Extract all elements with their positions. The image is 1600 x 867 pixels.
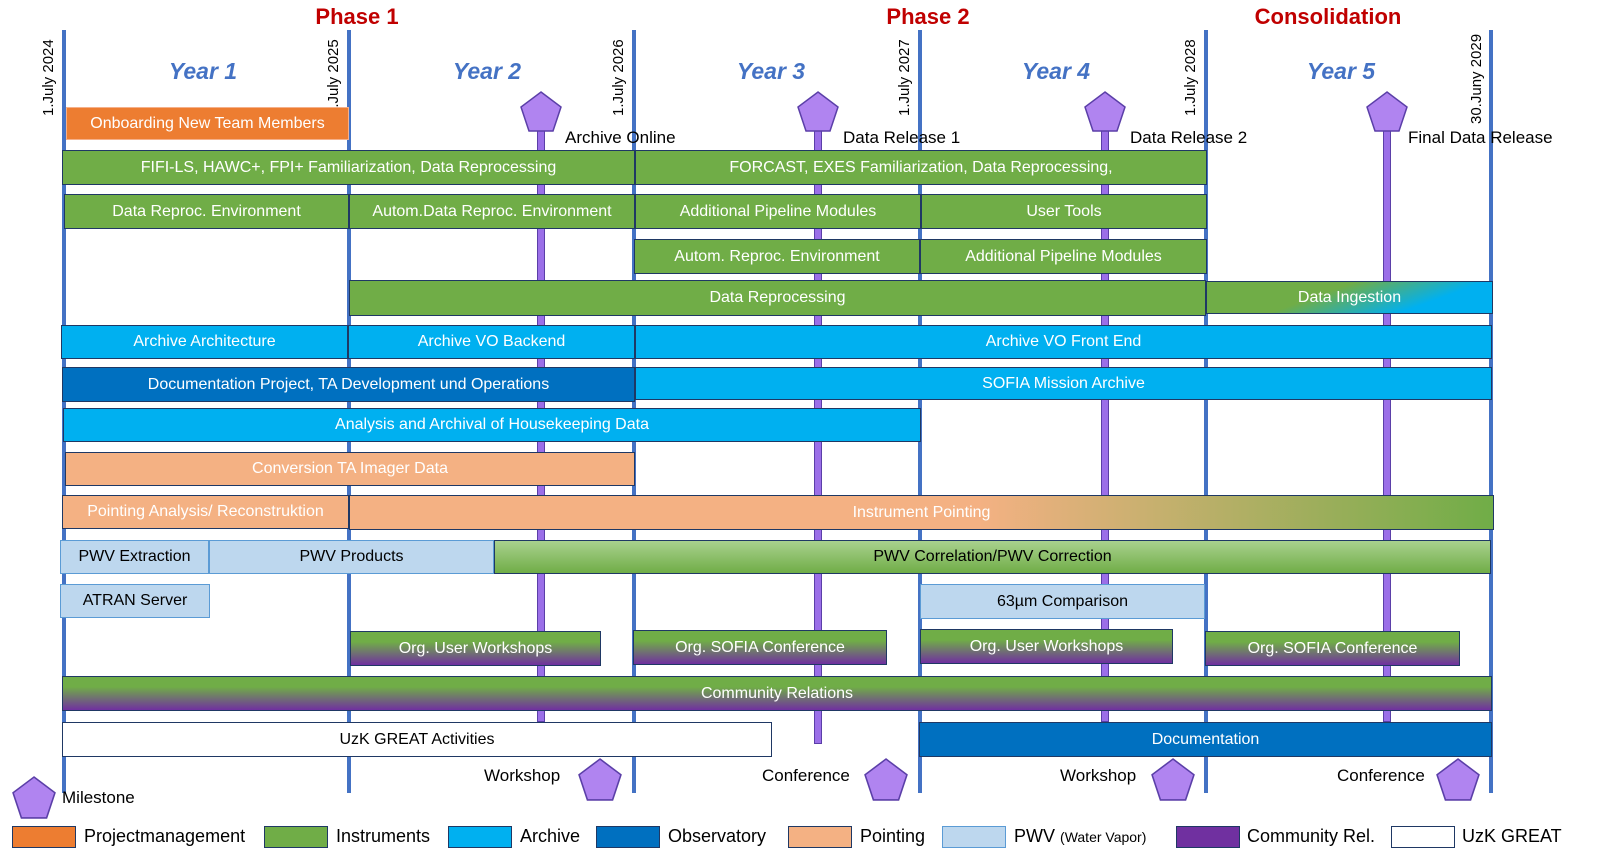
- legend-label-pwv: PWV (Water Vapor): [1014, 826, 1146, 847]
- bar-63um-comparison: 63µm Comparison: [920, 584, 1205, 619]
- legend-label-projectmanagement: Projectmanagement: [84, 826, 246, 846]
- legend-label-observatory: Observatory: [668, 826, 767, 846]
- conference-icon: [864, 758, 908, 801]
- event-conference-2: Conference: [1337, 766, 1425, 785]
- bar-archive-architecture: Archive Architecture: [61, 325, 348, 359]
- legend-milestone-icon: [12, 776, 56, 819]
- bar-documentation-project: Documentation Project, TA Development un…: [62, 367, 635, 402]
- bar-archive-vo-frontend: Archive VO Front End: [635, 325, 1492, 359]
- milestone-icon: [1084, 91, 1126, 132]
- milestone-data-release-2: Data Release 2: [1130, 128, 1248, 147]
- bar-atran-server: ATRAN Server: [60, 584, 210, 618]
- bar-org-user-workshops-2: Org. User Workshops: [920, 629, 1173, 664]
- bar-conversion-ta-imager: Conversion TA Imager Data: [65, 452, 635, 486]
- bar-pwv-correlation: PWV Correlation/PWV Correction: [494, 540, 1491, 574]
- bar-org-sofia-conference-2: Org. SOFIA Conference: [1205, 631, 1460, 666]
- year-2-label: Year 2: [452, 58, 522, 84]
- date-label: 1.July 2024: [40, 39, 57, 116]
- legend-label-pointing: Pointing: [860, 826, 926, 846]
- legend-label-uzk-great: UzK GREAT: [1462, 826, 1562, 846]
- workshop-icon: [1151, 758, 1195, 801]
- year-boundary-line: [1204, 30, 1208, 793]
- legend-pwv-text: PWV: [1014, 826, 1056, 846]
- event-conference-1: Conference: [762, 766, 850, 785]
- milestone-archive-online: Archive Online: [565, 128, 676, 147]
- bar-data-ingestion: Data Ingestion: [1206, 281, 1493, 314]
- bar-additional-pipeline-2: Additional Pipeline Modules: [920, 239, 1207, 274]
- bar-fifi-familiarization: FIFI-LS, HAWC+, FPI+ Familiarization, Da…: [62, 150, 635, 185]
- bar-user-tools: User Tools: [921, 194, 1207, 229]
- date-label: 1.July 2027: [896, 39, 913, 116]
- milestone-icon: [520, 91, 562, 132]
- date-label: 1.July 2026: [610, 39, 627, 116]
- legend-label-instruments: Instruments: [336, 826, 431, 846]
- legend-swatch-uzk-great: [1391, 826, 1455, 848]
- legend-label-archive: Archive: [520, 826, 581, 846]
- bar-data-reproc-env: Data Reproc. Environment: [64, 194, 349, 229]
- conference-icon: [1436, 758, 1480, 801]
- bar-community-relations: Community Relations: [62, 676, 1492, 711]
- date-label: 30.Juny 2029: [1468, 33, 1485, 124]
- milestone-icon: [797, 91, 839, 132]
- legend-milestone-label: Milestone: [62, 788, 135, 807]
- year-4-label: Year 4: [1021, 58, 1091, 84]
- legend-swatch-instruments: [264, 826, 328, 848]
- legend-swatch-community: [1176, 826, 1240, 848]
- event-workshop-1: Workshop: [484, 766, 561, 785]
- bar-sofia-mission-archive: SOFIA Mission Archive: [635, 367, 1492, 400]
- bar-org-sofia-conference-1: Org. SOFIA Conference: [633, 630, 887, 665]
- event-workshop-2: Workshop: [1060, 766, 1137, 785]
- phase-2-title: Phase 2: [886, 4, 970, 29]
- phase-1-title: Phase 1: [315, 4, 399, 29]
- year-3-label: Year 3: [736, 58, 806, 84]
- milestone-final-data-release: Final Data Release: [1408, 128, 1553, 147]
- milestone-data-release-1: Data Release 1: [843, 128, 961, 147]
- bar-data-reprocessing: Data Reprocessing: [349, 280, 1206, 316]
- legend-swatch-projectmanagement: [12, 826, 76, 848]
- year-1-label: Year 1: [168, 58, 238, 84]
- legend-label-community: Community Rel.: [1247, 826, 1376, 846]
- bar-additional-pipeline-1: Additional Pipeline Modules: [635, 194, 921, 229]
- legend-swatch-pointing: [788, 826, 852, 848]
- bar-pointing-analysis: Pointing Analysis/ Reconstruktion: [62, 495, 349, 529]
- bar-housekeeping-data: Analysis and Archival of Housekeeping Da…: [63, 408, 921, 442]
- bar-archive-vo-backend: Archive VO Backend: [348, 325, 635, 359]
- legend-swatch-observatory: [596, 826, 660, 848]
- bar-forcast-familiarization: FORCAST, EXES Familiarization, Data Repr…: [635, 150, 1207, 185]
- bar-instrument-pointing: Instrument Pointing: [349, 495, 1494, 530]
- year-boundary-line: [1489, 30, 1493, 793]
- bar-autom-data-reproc-env: Autom.Data Reproc. Environment: [349, 194, 635, 229]
- bar-uzk-great-activities: UzK GREAT Activities: [62, 722, 772, 757]
- bar-pwv-products: PWV Products: [209, 540, 494, 574]
- legend-swatch-pwv: [942, 826, 1006, 848]
- year-5-label: Year 5: [1306, 58, 1376, 84]
- legend-swatch-archive: [448, 826, 512, 848]
- consolidation-title: Consolidation: [1254, 4, 1402, 29]
- legend-pwv-note: (Water Vapor): [1060, 829, 1147, 845]
- milestone-icon: [1366, 91, 1408, 132]
- workshop-icon: [578, 758, 622, 801]
- bar-pwv-extraction: PWV Extraction: [60, 540, 209, 574]
- bar-documentation: Documentation: [919, 722, 1492, 757]
- bar-autom-reproc-env: Autom. Reproc. Environment: [634, 239, 920, 274]
- date-label: 1.July 2028: [1182, 39, 1199, 116]
- bar-onboarding: Onboarding New Team Members: [66, 107, 349, 140]
- bar-org-user-workshops-1: Org. User Workshops: [350, 631, 601, 666]
- date-label: 1.July 2025: [325, 39, 342, 116]
